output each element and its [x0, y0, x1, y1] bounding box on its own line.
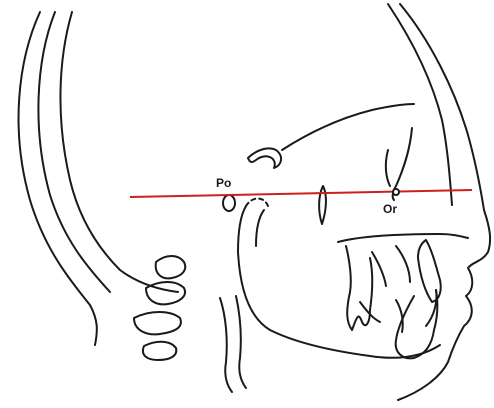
porion-label: Po — [216, 176, 231, 190]
orbitale-point — [393, 189, 399, 195]
cranial-outline — [19, 12, 178, 345]
condyle-outline — [246, 199, 268, 207]
pterygomaxillary-fissure — [319, 186, 326, 224]
cervical-vertebrae — [134, 256, 246, 392]
frankfort-horizontal-line — [130, 190, 472, 197]
porion-ring — [223, 195, 235, 211]
sella-turcica — [248, 104, 414, 168]
orbit-outline — [386, 128, 412, 200]
orbitale-label: Or — [383, 202, 397, 216]
soft-tissue-profile — [388, 4, 490, 400]
